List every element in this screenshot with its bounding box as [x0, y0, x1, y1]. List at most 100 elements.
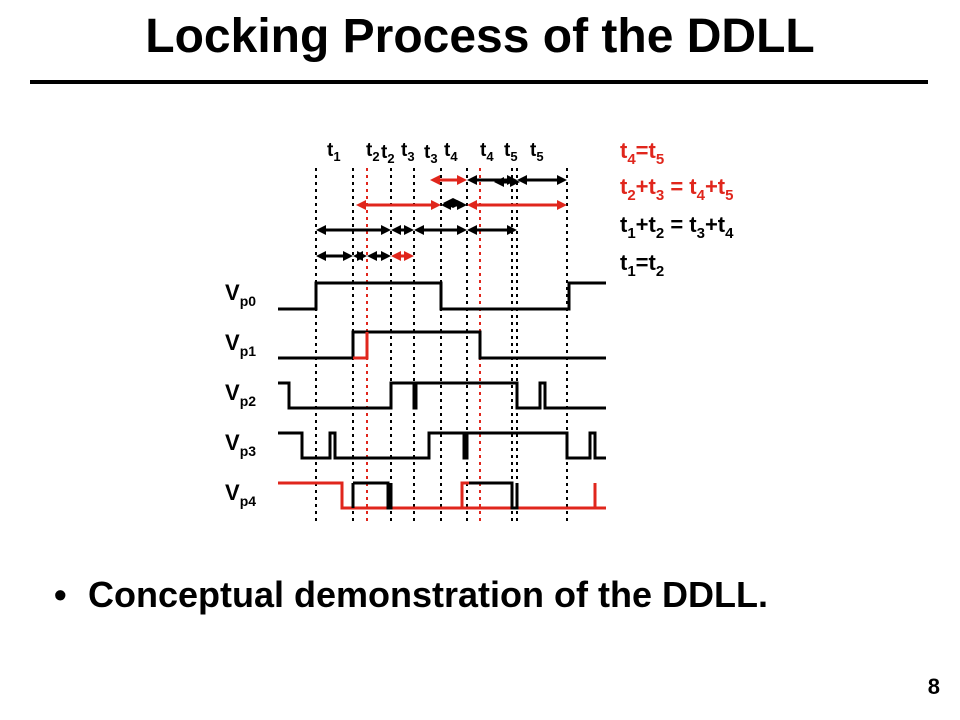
arrow-head-right [453, 198, 463, 208]
time-label-letter: t [530, 140, 537, 161]
time-label-letter: t [327, 140, 334, 161]
time-label: t4 [480, 140, 494, 164]
signal-label-name: V [225, 380, 240, 405]
time-label: t5 [504, 140, 518, 164]
equation: t1=t2 [620, 250, 664, 280]
equation: t4=t5 [620, 138, 664, 168]
time-label: t2 [381, 142, 395, 166]
interval-arrow [414, 225, 467, 235]
waveform-vp1-shifted [353, 332, 369, 360]
arrow-head-right [357, 251, 367, 261]
equation: t2+t3 = t4+t5 [620, 174, 733, 204]
equation-term: +t [705, 212, 726, 237]
arrow-head-left [391, 251, 401, 261]
bullet-item: •Conceptual demonstration of the DDLL. [54, 570, 768, 620]
signal-label: Vp4 [225, 480, 256, 509]
equation-subscript: 5 [725, 187, 733, 204]
interval-arrow [430, 175, 467, 185]
signal-label-name: V [225, 480, 240, 505]
time-label-subscript: 1 [333, 149, 340, 164]
arrow-head-right [404, 225, 414, 235]
equation-subscript: 2 [627, 187, 635, 204]
equation-subscript: 4 [697, 187, 706, 204]
signal-label-subscript: p1 [240, 343, 257, 359]
waveform-vp4-red-edge [460, 481, 469, 508]
time-label-letter: t [444, 140, 451, 161]
arrow-head-right [381, 251, 391, 261]
title-underline [30, 80, 928, 84]
waveform-vp1 [278, 330, 606, 360]
arrow-head-right [557, 200, 567, 210]
time-label-subscript: 2 [387, 151, 394, 166]
interval-arrow [367, 251, 391, 261]
bullet-dot: • [54, 574, 67, 615]
slide-title: Locking Process of the DDLL [145, 10, 815, 63]
waveform-vp4-pulse [353, 481, 393, 510]
arrow-head-right [510, 177, 520, 187]
signal-label-subscript: p2 [240, 393, 257, 409]
arrow-head-left [517, 175, 527, 185]
arrow-head-right [457, 225, 467, 235]
equation-subscript: 4 [627, 151, 636, 168]
equation-subscript: 1 [627, 263, 635, 280]
waveform-vp2 [278, 381, 606, 410]
signal-label: Vp3 [225, 430, 256, 459]
time-label-subscript: 2 [372, 149, 379, 164]
time-label-letter: t [480, 140, 487, 161]
time-label: t5 [530, 140, 544, 164]
arrow-head-left [467, 200, 477, 210]
arrow-head-left [414, 225, 424, 235]
waveforms [278, 281, 606, 510]
equation-term: +t [636, 174, 657, 199]
time-label: t2 [366, 140, 380, 164]
time-label: t1 [327, 140, 341, 164]
interval-arrow [353, 251, 367, 261]
interval-arrow [316, 251, 353, 261]
arrow-head-left [443, 198, 453, 208]
time-label: t3 [424, 142, 438, 166]
page-number: 8 [927, 674, 940, 699]
time-label-subscript: 3 [430, 151, 437, 166]
interval-arrow [467, 225, 517, 235]
time-label-subscript: 5 [536, 149, 543, 164]
time-label-subscript: 4 [486, 149, 494, 164]
waveform-vp3 [278, 431, 606, 460]
arrow-head-right [404, 251, 414, 261]
signal-label-name: V [225, 430, 240, 455]
arrow-head-right [557, 175, 567, 185]
equation-subscript: 1 [627, 225, 635, 242]
signal-label-name: V [225, 280, 240, 305]
equation-term: +t [636, 212, 657, 237]
arrow-head-left [316, 225, 326, 235]
signal-label-subscript: p4 [240, 493, 257, 509]
time-label: t4 [444, 140, 458, 164]
equation-term: +t [705, 174, 726, 199]
arrow-head-left [316, 251, 326, 261]
signal-label-subscript: p3 [240, 443, 257, 459]
time-label-letter: t [424, 142, 431, 163]
interval-arrow [517, 175, 567, 185]
waveform-vp4-pulse [467, 481, 519, 510]
interval-arrow [391, 251, 414, 261]
time-label-subscript: 4 [450, 149, 458, 164]
time-label: t3 [401, 140, 415, 164]
equation-subscript: 2 [656, 263, 664, 280]
interval-arrow [391, 225, 414, 235]
equation-subscript: 4 [725, 225, 734, 242]
equation-subscript: 2 [656, 225, 664, 242]
arrow-head-left [467, 175, 477, 185]
time-label-letter: t [504, 140, 511, 161]
signal-label-subscript: p0 [240, 293, 257, 309]
arrow-head-right [381, 225, 391, 235]
interval-arrow [316, 225, 391, 235]
waveform-vp4-red [278, 481, 606, 510]
time-label-letter: t [366, 140, 373, 161]
equation: t1+t2 = t3+t4 [620, 212, 734, 242]
arrow-head-left [367, 251, 377, 261]
interval-arrow [356, 200, 441, 210]
time-label-subscript: 5 [510, 149, 517, 164]
equation-subscript: 5 [656, 151, 664, 168]
signal-label: Vp0 [225, 280, 256, 309]
